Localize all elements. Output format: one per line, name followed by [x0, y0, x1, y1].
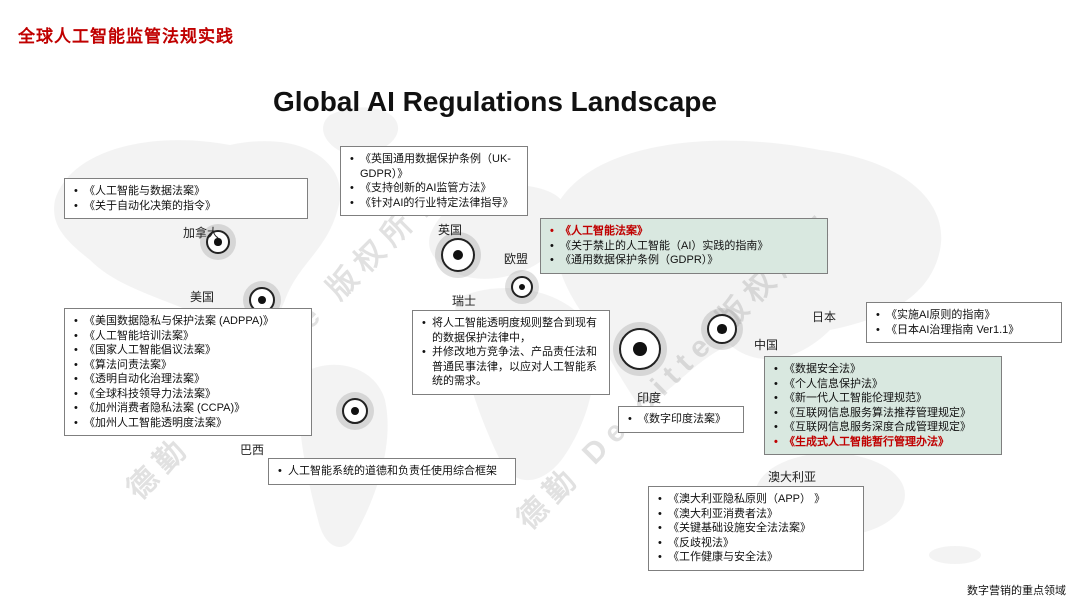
page-title: Global AI Regulations Landscape	[273, 86, 717, 117]
law-item: 《针对AI的行业特定法律指导》	[349, 196, 519, 211]
country-label-eu: 欧盟	[504, 252, 529, 266]
law-item: 《数据安全法》	[773, 362, 993, 377]
law-item-highlight: 《生成式人工智能暂行管理办法》	[773, 435, 993, 450]
law-item-highlight: 《人工智能法案》	[549, 224, 819, 239]
law-item: 《工作健康与安全法》	[657, 550, 855, 565]
law-item: 《美国数据隐私与保护法案 (ADPPA)》	[73, 314, 303, 329]
region-box-australia: 《澳大利亚隐私原则（APP） 》 《澳大利亚消费者法》 《关键基础设施安全法法案…	[648, 486, 864, 571]
country-label-uk: 英国	[438, 223, 463, 237]
law-item: 《实施AI原则的指南》	[875, 308, 1053, 323]
law-item: 人工智能系统的道德和负责任使用综合框架	[277, 464, 507, 479]
map-marker-eu-icon	[511, 276, 533, 298]
law-item: 《通用数据保护条例（GDPR）》	[549, 253, 819, 268]
region-box-china: 《数据安全法》 《个人信息保护法》 《新一代人工智能伦理规范》 《互联网信息服务…	[764, 356, 1002, 456]
region-box-eu: 《人工智能法案》 《关于禁止的人工智能（AI）实践的指南》 《通用数据保护条例（…	[540, 218, 828, 274]
law-item: 《英国通用数据保护条例（UK-GDPR）》	[349, 152, 519, 181]
footer-note: 数字营销的重点领域	[967, 585, 1066, 597]
law-item: 将人工智能透明度规则整合到现有的数据保护法律中，	[421, 316, 601, 345]
law-item: 《日本AI治理指南 Ver1.1》	[875, 323, 1053, 338]
law-item: 《支持创新的AI监管方法》	[349, 181, 519, 196]
region-box-uk: 《英国通用数据保护条例（UK-GDPR）》 《支持创新的AI监管方法》 《针对A…	[340, 146, 528, 217]
page-header: 全球人工智能监管法规实践	[18, 27, 234, 46]
law-item: 《人工智能与数据法案》	[73, 184, 299, 199]
country-label-china: 中国	[754, 338, 779, 352]
map-marker-brazil-icon	[342, 398, 368, 424]
law-item: 《透明自动化治理法案》	[73, 372, 303, 387]
law-item: 《加州人工智能透明度法案》	[73, 416, 303, 431]
law-item: 《澳大利亚消费者法》	[657, 507, 855, 522]
law-item: 《算法问责法案》	[73, 358, 303, 373]
law-item: 《关于自动化决策的指令》	[73, 199, 299, 214]
law-item: 《新一代人工智能伦理规范》	[773, 391, 993, 406]
law-item: 《关于禁止的人工智能（AI）实践的指南》	[549, 239, 819, 254]
law-item: 《加州消费者隐私法案 (CCPA)》	[73, 401, 303, 416]
region-box-japan: 《实施AI原则的指南》 《日本AI治理指南 Ver1.1》	[866, 302, 1062, 344]
map-marker-canada-icon	[206, 230, 230, 254]
law-item: 《互联网信息服务深度合成管理规定》	[773, 420, 993, 435]
region-box-brazil: 人工智能系统的道德和负责任使用综合框架	[268, 458, 516, 485]
region-box-india: 《数字印度法案》	[618, 406, 744, 433]
region-box-canada: 《人工智能与数据法案》 《关于自动化决策的指令》	[64, 178, 308, 220]
map-marker-uk-icon	[441, 238, 475, 272]
law-item: 《国家人工智能倡议法案》	[73, 343, 303, 358]
country-label-usa: 美国	[190, 290, 215, 304]
law-item: 并修改地方竞争法、产品责任法和普通民事法律，以应对人工智能系统的需求。	[421, 345, 601, 389]
law-item: 《个人信息保护法》	[773, 377, 993, 392]
law-item: 《澳大利亚隐私原则（APP） 》	[657, 492, 855, 507]
map-marker-china-icon	[707, 314, 737, 344]
law-item: 《数字印度法案》	[627, 412, 735, 427]
region-box-usa: 《美国数据隐私与保护法案 (ADPPA)》 《人工智能培训法案》 《国家人工智能…	[64, 308, 312, 437]
region-box-switzerland: 将人工智能透明度规则整合到现有的数据保护法律中， 并修改地方竞争法、产品责任法和…	[412, 310, 610, 395]
law-item: 《反歧视法》	[657, 536, 855, 551]
country-label-australia: 澳大利亚	[768, 470, 817, 484]
law-item: 《关键基础设施安全法法案》	[657, 521, 855, 536]
country-label-brazil: 巴西	[240, 443, 265, 457]
map-marker-india-icon	[619, 328, 661, 370]
law-item: 《全球科技领导力法法案》	[73, 387, 303, 402]
country-label-canada: 加拿大	[183, 226, 220, 240]
law-item: 《互联网信息服务算法推荐管理规定》	[773, 406, 993, 421]
law-item: 《人工智能培训法案》	[73, 329, 303, 344]
country-label-japan: 日本	[812, 310, 837, 324]
country-label-switzerland: 瑞士	[452, 294, 477, 308]
country-label-india: 印度	[637, 391, 662, 405]
